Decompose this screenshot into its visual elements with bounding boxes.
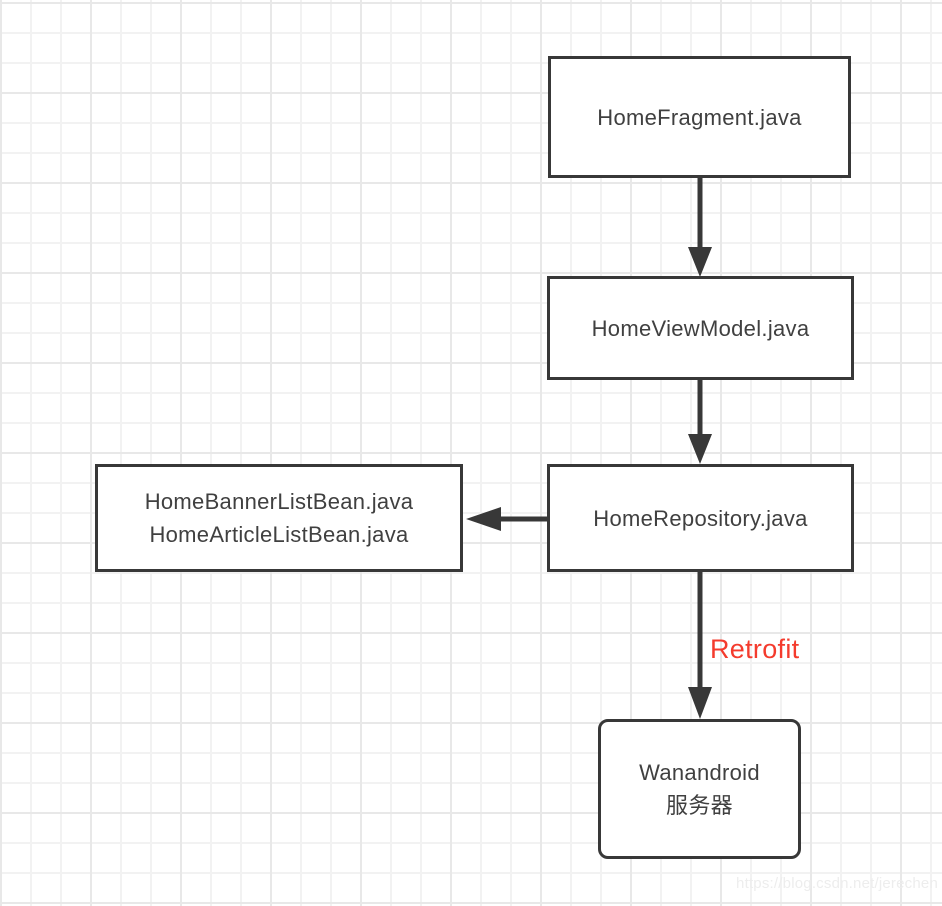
edge-label-retrofit: Retrofit (710, 634, 800, 664)
server-name-label: Wanandroid (639, 760, 760, 785)
arrow-fragment-to-viewmodel (688, 178, 712, 277)
arrow-viewmodel-to-repository (688, 380, 712, 464)
server-cn-label: 服务器 (666, 793, 733, 818)
bean-banner-label: HomeBannerListBean.java (144, 489, 414, 514)
node-home-repository-label: HomeRepository.java (593, 505, 808, 531)
node-home-viewmodel-label: HomeViewModel.java (591, 315, 810, 341)
node-home-fragment-label: HomeFragment.java (597, 104, 802, 130)
node-home-repository: HomeRepository.java (547, 464, 854, 572)
node-bean-list: HomeBannerListBean.java HomeArticleListB… (95, 464, 463, 572)
arrow-repository-to-beans (466, 507, 547, 531)
watermark-url: https://blog.csdn.net/jerechen (736, 875, 938, 892)
node-wanandroid-server-label: Wanandroid 服务器 (639, 756, 760, 822)
node-home-viewmodel: HomeViewModel.java (547, 276, 854, 380)
node-bean-list-label: HomeBannerListBean.java HomeArticleListB… (145, 485, 414, 551)
arrow-repository-to-server (688, 572, 712, 719)
node-wanandroid-server: Wanandroid 服务器 (598, 719, 801, 859)
node-home-fragment: HomeFragment.java (548, 56, 851, 178)
bean-article-label: HomeArticleListBean.java (149, 522, 409, 547)
